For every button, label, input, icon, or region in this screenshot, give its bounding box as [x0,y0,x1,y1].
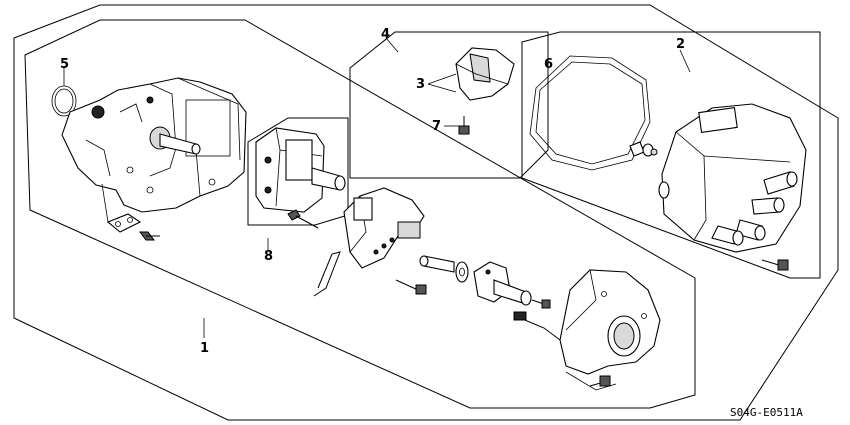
callout-2: 2 [676,37,685,52]
cap-seal [529,55,651,171]
callout-6: 6 [544,57,553,72]
base-bolt [565,371,617,391]
outer-boundary [13,4,839,421]
distributor-housing [61,77,247,213]
rotor [455,47,515,101]
mounting-bracket [101,183,142,233]
igniter-unit [343,187,425,269]
coil-screw [287,209,319,229]
cap-bolt [761,259,789,271]
distributor-cap [658,103,807,253]
leader-3a [427,73,457,85]
rotor-group-boundary [349,31,549,179]
igniter-screw [395,279,427,295]
pulser-rotor [473,261,532,306]
callout-1: 1 [200,341,209,356]
leader-2 [679,49,691,73]
shaft-sleeve [419,255,455,273]
cap-group-boundary [521,31,821,279]
rotor-screw [458,116,470,135]
cap-vent-plug [629,141,658,157]
washer [455,261,469,283]
wire-clip [313,251,341,297]
callout-4: 4 [381,27,390,42]
leader-4 [385,37,399,53]
cap-terminals [711,171,798,246]
ignition-coil [255,127,346,213]
diagram-code: S04G-E0511A [730,406,803,419]
bracket-bolt [139,231,160,241]
callout-8: 8 [264,249,273,264]
distributor-base [513,269,661,375]
leader-3b [427,83,457,93]
callout-7: 7 [432,119,441,134]
shaft-bolt [531,299,551,309]
assembly-group-boundary [24,19,696,409]
callout-3: 3 [416,77,425,92]
callout-5: 5 [60,57,69,72]
